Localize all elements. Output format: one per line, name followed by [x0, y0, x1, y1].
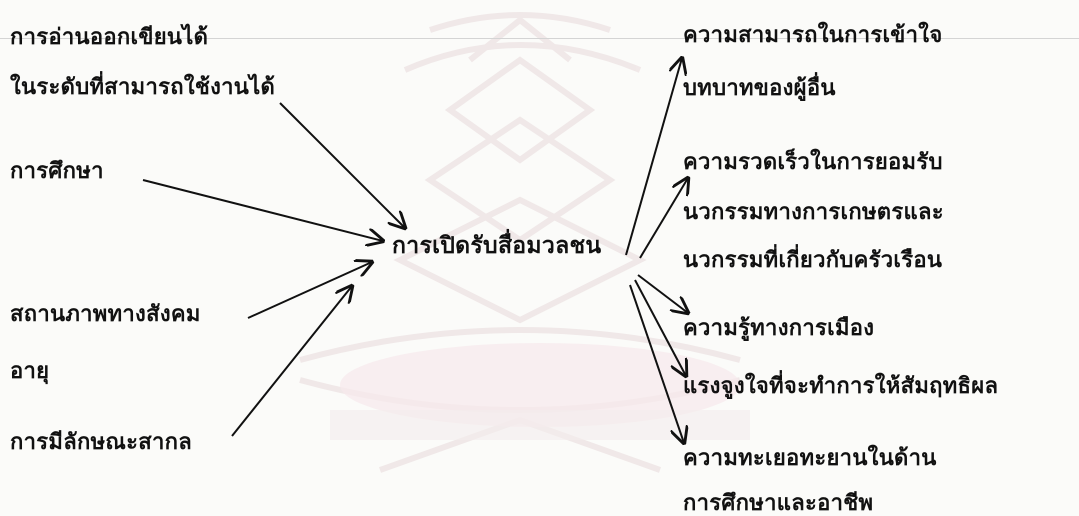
center-concept: การเปิดรับสื่อมวลชน — [392, 232, 602, 259]
input-social-status: สถานภาพทางสังคม — [10, 301, 201, 327]
arrow-center-to-political — [637, 274, 688, 313]
arrow-center-to-aspiration — [629, 284, 684, 443]
input-education: การศึกษา — [10, 158, 104, 184]
arrow-literacy-to-center — [279, 102, 405, 228]
input-literacy-line1: การอ่านออกเขียนได้ — [10, 24, 209, 50]
output-empathy-line1: ความสามารถในการเข้าใจ — [683, 22, 943, 48]
output-empathy-line2: บทบาทของผู้อื่น — [683, 75, 836, 101]
output-aspiration-line2: การศึกษาและอาชีพ — [683, 490, 874, 516]
output-achievement-motivation: แรงจูงใจที่จะทำการให้สัมฤทธิผล — [683, 373, 999, 399]
output-aspiration-line1: ความทะเยอทะยานในด้าน — [683, 445, 937, 471]
input-cosmopolitan: การมีลักษณะสากล — [10, 429, 193, 455]
arrow-center-to-innovation — [639, 178, 688, 259]
output-innovation-line2: นวกรรมทางการเกษตรและ — [683, 199, 944, 225]
arrow-center-to-achievement — [634, 279, 686, 376]
arrow-education-to-center — [142, 179, 383, 241]
output-political-knowledge: ความรู้ทางการเมือง — [683, 315, 875, 341]
output-innovation-line1: ความรวดเร็วในการยอมรับ — [683, 149, 943, 175]
arrow-cosmopolitan-to-center — [231, 286, 352, 437]
arrow-social-status-to-center — [247, 262, 372, 319]
input-literacy-line2: ในระดับที่สามารถใช้งานได้ — [10, 74, 276, 100]
output-innovation-line3: นวกรรมที่เกี่ยวกับครัวเรือน — [683, 247, 943, 273]
scan-top-line — [0, 38, 1079, 39]
arrow-center-to-empathy — [625, 58, 682, 256]
input-age: อายุ — [10, 358, 50, 384]
